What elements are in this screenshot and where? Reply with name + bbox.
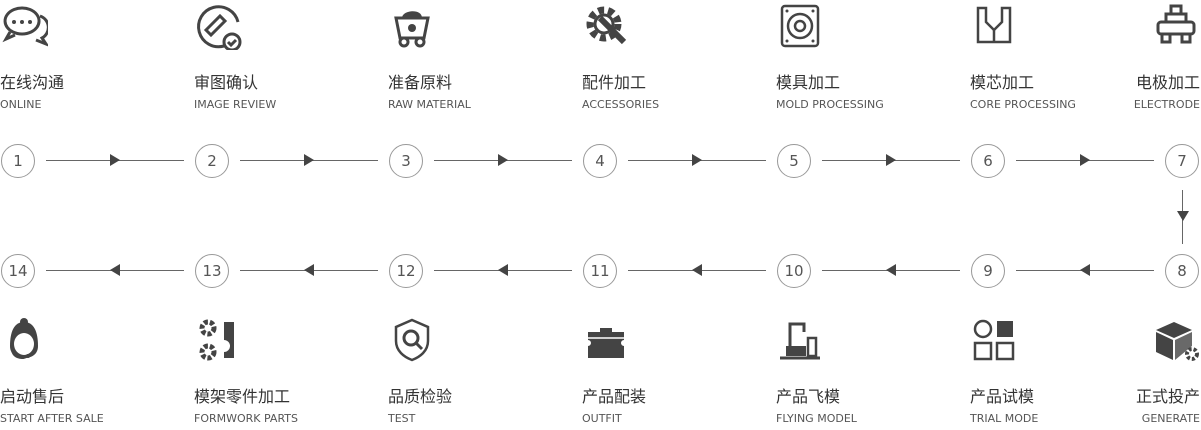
box-gear-icon [1020,316,1200,364]
process-step: 产品飞模 FLYING MODEL [776,316,956,426]
step-number: 12 [389,254,423,288]
step-title: 模架零件加工 [194,387,291,406]
step-title: 产品配装 [582,387,647,406]
customer-service-icon [0,316,180,364]
step-subtitle: FORMWORK PARTS [194,412,299,425]
step-subtitle: ACCESSORIES [582,98,660,111]
process-step: 在线沟通 ONLINE [0,2,180,112]
electrode-icon [1020,2,1200,50]
process-step: 启动售后 START AFTER SALE [0,316,180,426]
step-number: 8 [1165,254,1199,288]
arrow-right-icon [1080,154,1090,166]
step-number: 14 [1,254,35,288]
step-title: 模芯加工 [970,73,1035,92]
step-title: 模具加工 [776,73,841,92]
step-subtitle: MOLD PROCESSING [776,98,884,111]
robot-arm-icon [776,316,956,364]
step-title: 产品试模 [970,387,1035,406]
step-subtitle: GENERATE [1141,412,1200,425]
step-number: 2 [195,144,229,178]
step-number: 11 [583,254,617,288]
step-subtitle: TRIAL MODE [970,412,1039,425]
toolbox-icon [582,316,762,364]
step-number: 4 [583,144,617,178]
step-number: 3 [389,144,423,178]
step-title: 审图确认 [194,73,259,92]
step-number: 7 [1165,144,1199,178]
arrow-right-icon [886,154,896,166]
step-subtitle: FLYING MODEL [776,412,857,425]
gears-icon [194,316,374,364]
process-step: 品质检验 TEST [388,316,568,426]
arrow-left-icon [692,264,702,276]
process-step: 产品试模 TRIAL MODE [970,316,1150,426]
process-step: 审图确认 IMAGE REVIEW [194,2,374,112]
process-step: 正式投产 GENERATE [1020,316,1200,426]
step-number: 9 [971,254,1005,288]
gear-wrench-icon [582,2,762,50]
step-title: 品质检验 [388,387,453,406]
step-subtitle: RAW MATERIAL [388,98,471,111]
arrow-right-icon [110,154,120,166]
shapes-grid-icon [970,316,1150,364]
mold-core-icon [970,2,1150,50]
step-title: 启动售后 [0,387,65,406]
arrow-left-icon [498,264,508,276]
step-subtitle: ELECTRODE [1133,98,1200,111]
step-number: 6 [971,144,1005,178]
step-title: 正式投产 [1135,387,1200,406]
process-step: 模芯加工 CORE PROCESSING [970,2,1150,112]
process-step: 模架零件加工 FORMWORK PARTS [194,316,374,426]
arrow-left-icon [110,264,120,276]
step-number: 1 [1,144,35,178]
shield-search-icon [388,316,568,364]
mine-cart-icon [388,2,568,50]
process-step: 配件加工 ACCESSORIES [582,2,762,112]
step-number: 13 [195,254,229,288]
process-step: 准备原料 RAW MATERIAL [388,2,568,112]
step-title: 在线沟通 [0,73,65,92]
step-title: 产品飞模 [776,387,841,406]
arrow-left-icon [304,264,314,276]
step-subtitle: CORE PROCESSING [970,98,1076,111]
ruler-check-icon [194,2,374,50]
step-subtitle: IMAGE REVIEW [194,98,277,111]
speaker-mold-icon [776,2,956,50]
step-subtitle: TEST [388,412,416,425]
process-step: 电极加工 ELECTRODE [1020,2,1200,112]
arrow-down-icon [1177,211,1189,221]
process-step: 模具加工 MOLD PROCESSING [776,2,956,112]
step-number: 5 [777,144,811,178]
step-title: 配件加工 [582,73,647,92]
process-step: 产品配装 OUTFIT [582,316,762,426]
step-subtitle: ONLINE [0,98,42,111]
step-title: 电极加工 [1135,73,1200,92]
step-subtitle: START AFTER SALE [0,412,104,425]
arrow-right-icon [304,154,314,166]
arrow-right-icon [498,154,508,166]
step-subtitle: OUTFIT [582,412,622,425]
arrow-left-icon [1080,264,1090,276]
arrow-left-icon [886,264,896,276]
step-title: 准备原料 [388,73,453,92]
chat-bubbles-icon [0,2,180,50]
step-number: 10 [777,254,811,288]
arrow-right-icon [692,154,702,166]
